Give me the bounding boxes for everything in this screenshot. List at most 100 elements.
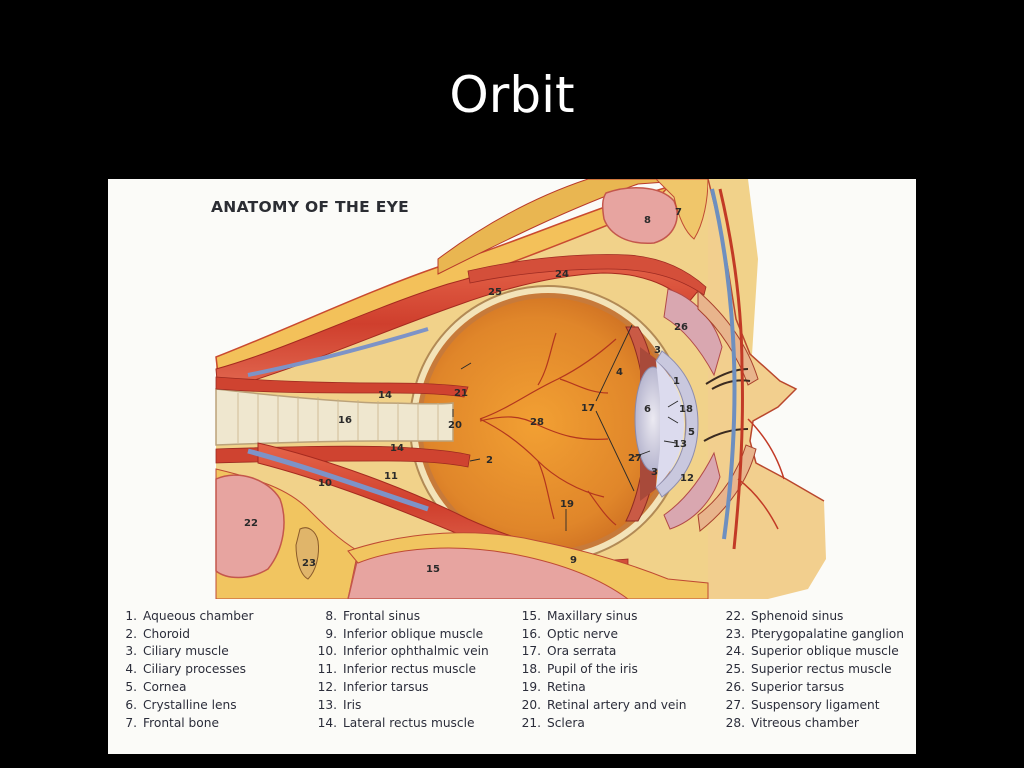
- legend-item: 28. Vitreous chamber: [724, 714, 914, 732]
- callout-11: 11: [384, 471, 398, 482]
- legend-label: Superior oblique muscle: [751, 644, 899, 659]
- legend-number: 7.: [125, 715, 137, 730]
- legend-label: Frontal bone: [143, 715, 219, 730]
- legend-item: 20.Retinal artery and vein: [520, 696, 725, 714]
- legend-item: 21.Sclera: [520, 714, 725, 732]
- legend-label: Maxillary sinus: [547, 608, 638, 623]
- legend-number: 2.: [125, 626, 137, 641]
- legend-number: 19.: [521, 680, 541, 695]
- callout-22: 22: [244, 518, 258, 529]
- legend-item: 13.Iris: [316, 696, 521, 714]
- legend-item: 26.Superior tarsus: [724, 678, 914, 696]
- callout-5: 5: [688, 427, 695, 438]
- upper-eyelashes: [705, 368, 751, 390]
- legend-label: Pupil of the iris: [547, 662, 638, 677]
- legend-item: 4.Ciliary processes: [116, 660, 321, 678]
- legend-number: 26.: [725, 680, 745, 695]
- legend-label: Inferior oblique muscle: [343, 626, 484, 641]
- legend-item: 10.Inferior ophthalmic vein: [316, 643, 521, 661]
- legend-number: 28.: [725, 715, 745, 730]
- legend-label: Inferior ophthalmic vein: [343, 644, 489, 659]
- legend-label: Optic nerve: [547, 626, 619, 641]
- callout-24: 24: [555, 269, 569, 280]
- legend-item: 16. Optic nerve: [520, 625, 725, 643]
- legend-item: 23. Pterygopalatine ganglion: [724, 625, 914, 643]
- callout-27: 27: [628, 453, 642, 464]
- callout-19: 19: [560, 499, 574, 510]
- legend-number: 5.: [125, 680, 137, 695]
- legend-item: 12.Inferior tarsus: [316, 678, 521, 696]
- legend-number: 23.: [725, 626, 745, 641]
- legend-number: 15.: [521, 608, 541, 623]
- callout-23: 23: [302, 558, 316, 569]
- frontal-sinus: [601, 187, 678, 244]
- aqueous-chamber: [656, 361, 684, 487]
- callout-9: 9: [570, 555, 577, 566]
- pterygopalatine-ganglion: [295, 527, 319, 580]
- callout-21: 21: [454, 388, 468, 399]
- legend-label: Superior rectus muscle: [751, 662, 892, 677]
- legend-number: 18.: [521, 662, 541, 677]
- skull-cap-bone: [437, 179, 709, 275]
- legend-label: Sphenoid sinus: [751, 608, 844, 623]
- legend-label: Lateral rectus muscle: [343, 715, 475, 730]
- legend-column-3: 15. Maxillary sinus 16. Optic nerve 17. Ora…: [520, 607, 725, 732]
- eye-cross-section-diagram: 1 2 3 3 4 5 6 7 8 9 10 11 12 13 14 14 15…: [215, 179, 826, 599]
- sphenoid-sinus: [215, 474, 285, 579]
- legend-item: 14.Lateral rectus muscle: [316, 714, 521, 732]
- legend-number: 17.: [521, 644, 541, 659]
- callout-2: 2: [486, 455, 493, 466]
- callout-16: 16: [338, 415, 352, 426]
- callout-3-lower: 3: [651, 467, 658, 478]
- legend-number: 25.: [725, 662, 745, 677]
- facial-vessel-branch: [737, 418, 785, 530]
- callout-28: 28: [530, 417, 544, 428]
- maxilla-bone: [347, 532, 709, 599]
- cornea: [655, 350, 699, 498]
- legend-item: 5. Cornea: [116, 678, 321, 696]
- illustration-title: ANATOMY OF THE EYE: [211, 198, 410, 216]
- legend-item: 19.Retina: [520, 678, 725, 696]
- legend-label: Frontal sinus: [343, 608, 421, 623]
- legend-item: 17. Ora serrata: [520, 643, 725, 661]
- legend-item: 1. Aqueous chamber: [116, 607, 321, 625]
- callout-20: 20: [448, 420, 462, 431]
- legend-item: 27.Suspensory ligament: [724, 696, 914, 714]
- anatomy-figure: 1 2 3 3 4 5 6 7 8 9 10 11 12 13 14 14 15…: [108, 179, 916, 754]
- legend-label: Suspensory ligament: [751, 697, 880, 712]
- legend-number: 22.: [725, 608, 745, 623]
- retinal-vessels: [479, 332, 617, 526]
- legend-number: 21.: [521, 715, 541, 730]
- legend-label: Ora serrata: [547, 644, 617, 659]
- legend-number: 20.: [521, 697, 541, 712]
- legend-item: 18. Pupil of the iris: [520, 660, 725, 678]
- callout-26: 26: [674, 322, 688, 333]
- optic-nerve: [215, 388, 454, 446]
- legend-number: 6.: [125, 697, 137, 712]
- legend-column-1: 1.Aqueous chamber 2.Choroid 3.Ciliary mu…: [116, 607, 321, 732]
- callout-15: 15: [426, 564, 440, 575]
- legend-label: Aqueous chamber: [143, 608, 254, 623]
- legend-number: 1.: [125, 608, 137, 623]
- superior-tarsus: [663, 288, 723, 377]
- legend-number: 4.: [125, 662, 137, 677]
- legend-label: Cornea: [143, 680, 187, 695]
- callout-4: 4: [616, 367, 623, 378]
- callout-25: 25: [488, 287, 502, 298]
- legend-item: 9. Inferior oblique muscle: [316, 625, 521, 643]
- inferior-tarsus: [663, 451, 721, 530]
- legend-number: 12.: [317, 680, 337, 695]
- callout-13: 13: [673, 439, 687, 450]
- superior-oblique-muscle: [467, 254, 707, 296]
- legend-number: 9.: [325, 626, 337, 641]
- callout-14-upper: 14: [378, 390, 392, 401]
- legend-label: Pterygopalatine ganglion: [751, 626, 904, 641]
- legend-item: 7. Frontal bone: [116, 714, 321, 732]
- slide-title: Orbit: [449, 66, 575, 124]
- legend-number: 16.: [521, 626, 541, 641]
- legend-number: 13.: [317, 697, 337, 712]
- optic-nerve-fibers: [237, 393, 439, 443]
- callout-17: 17: [581, 403, 595, 414]
- callout-12: 12: [680, 473, 694, 484]
- legend-label: Vitreous chamber: [751, 715, 859, 730]
